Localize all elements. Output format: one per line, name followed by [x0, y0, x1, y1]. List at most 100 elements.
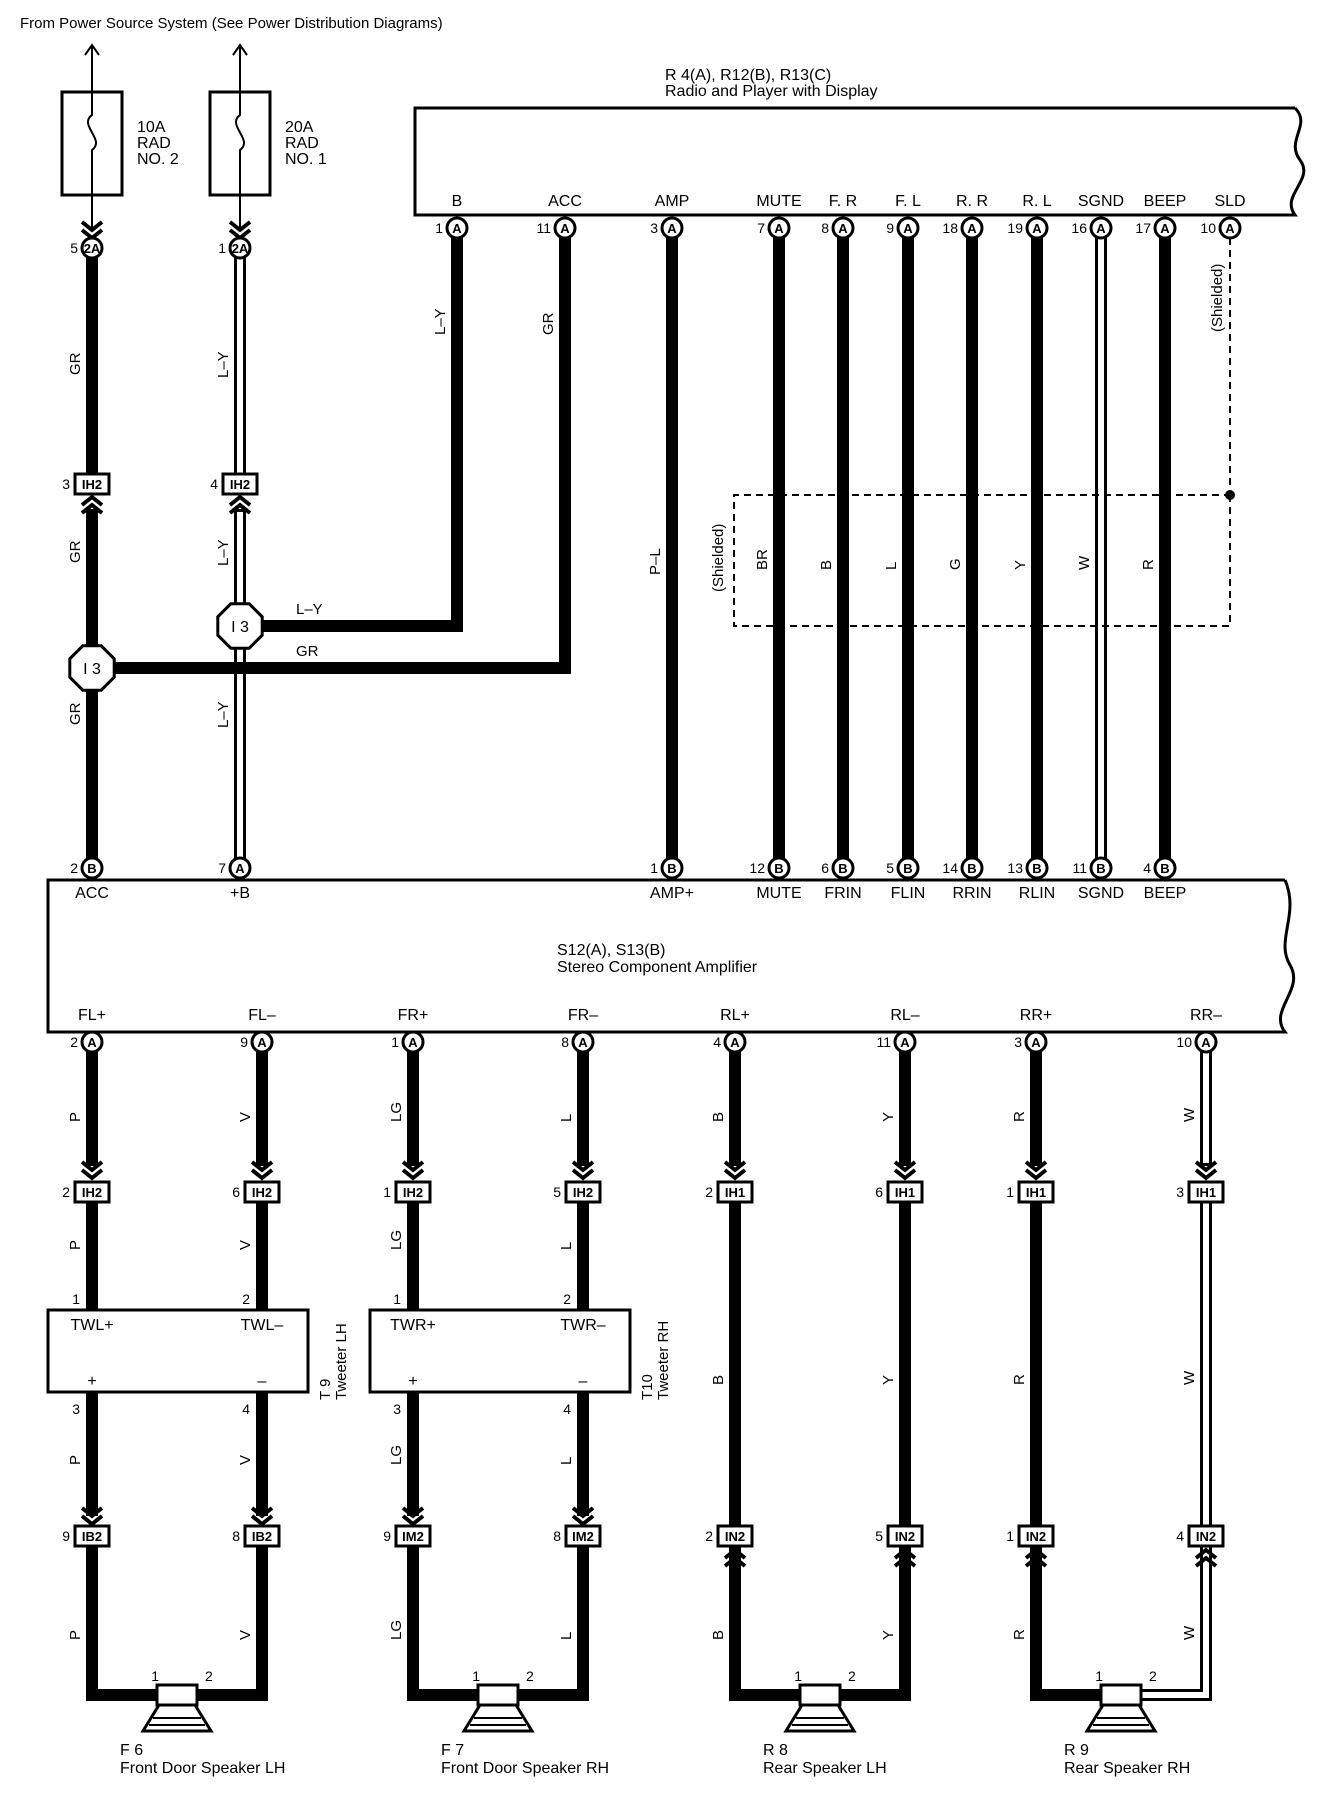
bottom-connector-pin: 4: [1176, 1528, 1184, 1544]
tweeter-box: [46, 1308, 310, 1394]
radio-pin-connector: [660, 216, 684, 240]
mid-connector-pin: 2: [62, 1184, 70, 1200]
wire-label: R: [1011, 1374, 1028, 1385]
amp-output-label: FL+: [78, 1007, 106, 1024]
amp-input-connector: [1153, 856, 1177, 880]
wire-label: P–L: [647, 548, 664, 575]
wire-label: B: [710, 1112, 727, 1122]
wire-speaker-plus: [1030, 1546, 1101, 1701]
tweeter-pin: 2: [242, 1291, 250, 1307]
mid-connector-code: IH2: [82, 1185, 102, 1200]
tweeter-pin: 3: [72, 1401, 80, 1417]
bottom-connector-code: IN2: [1196, 1529, 1216, 1544]
chevron-down-icon: [723, 1168, 747, 1181]
mid-connector: [1187, 1180, 1225, 1204]
radio-terminal-label: F. R: [829, 193, 857, 210]
amp-output-label: FR+: [398, 1007, 429, 1024]
amp-output-connector-pin: 1: [391, 1034, 399, 1050]
wire-label: BR: [754, 549, 771, 570]
amp-input-connector-pin: 5: [886, 860, 894, 876]
chevron-up-icon-2: [723, 1555, 747, 1568]
speaker-icon: [155, 1683, 199, 1707]
amp-output-connector-letter: A: [578, 1035, 588, 1050]
wire-layer: [86, 45, 1231, 1701]
wire-label: G: [947, 558, 964, 570]
tweeter-code: T 9: [317, 1379, 334, 1400]
wire-label: L: [558, 1632, 575, 1640]
wire-label: L: [558, 1457, 575, 1465]
speaker-pin: 2: [1149, 1668, 1157, 1684]
speaker-pin: 1: [151, 1668, 159, 1684]
junction-i3-label: I 3: [83, 661, 101, 678]
ih2-chevron-icon-2: [80, 502, 104, 515]
mid-connector-pin: 2: [705, 1184, 713, 1200]
wire-label: R: [1140, 559, 1157, 570]
amp-input-connector: [767, 856, 791, 880]
amp-name: Stereo Component Amplifier: [557, 959, 758, 976]
tweeter-name: Tweeter RH: [655, 1321, 672, 1400]
tweeter-terminal: TWR+: [390, 1317, 436, 1334]
fuse-connector-letter: 2A: [84, 241, 101, 256]
radio-terminal-label: F. L: [895, 193, 921, 210]
chevron-down-icon: [250, 1514, 274, 1527]
wire-speaker-minus-core: [1141, 1546, 1209, 1698]
tweeter-pin: 4: [563, 1401, 571, 1417]
bottom-connector: [716, 1524, 754, 1548]
wire-label: V: [237, 1112, 254, 1122]
bottom-connector-pin: 2: [705, 1528, 713, 1544]
mid-connector-code: IH1: [1026, 1185, 1046, 1200]
radio-pin-connector-letter: A: [560, 221, 570, 236]
amp-input-connector-letter: B: [667, 861, 676, 876]
radio-pin-connector-letter: A: [1032, 221, 1042, 236]
tweeter-minus: –: [258, 1373, 267, 1390]
wire-label: L: [558, 1114, 575, 1122]
radio-pin-connector-pin: 11: [536, 220, 551, 236]
chevron-down-icon-2: [571, 1506, 595, 1519]
junction-i3-label: I 3: [231, 619, 249, 636]
radio-pin-connector-pin: 16: [1071, 220, 1087, 236]
radio-pin-connector-letter: A: [774, 221, 784, 236]
radio-name: Radio and Player with Display: [665, 83, 878, 100]
amp-input-connector: [228, 856, 252, 880]
radio-pin-connector-pin: 10: [1200, 220, 1216, 236]
speaker-pin: 1: [794, 1668, 802, 1684]
amp-output-label: RL–: [890, 1007, 919, 1024]
chevron-down-icon-2: [1194, 1160, 1218, 1173]
amp-input-connector-letter: B: [903, 861, 912, 876]
amp-output-connector-letter: A: [900, 1035, 910, 1050]
amp-input-connector-letter: B: [1096, 861, 1105, 876]
amp-input-connector: [960, 856, 984, 880]
source-header: From Power Source System (See Power Dist…: [20, 15, 443, 32]
wire-label: LG: [388, 1620, 405, 1640]
fuse-connector: [228, 236, 252, 260]
mid-connector: [73, 1180, 111, 1204]
arrow-up-icon: [232, 43, 248, 56]
amp-input-label: AMP+: [650, 885, 694, 902]
bottom-connector: [243, 1524, 281, 1548]
ih2-connector-pin: 4: [210, 476, 218, 492]
tweeter-code: T10: [639, 1374, 656, 1400]
amp-input-label: FLIN: [891, 885, 926, 902]
wire-label: LG: [388, 1230, 405, 1250]
tweeter-pin: 2: [563, 1291, 571, 1307]
amp-input-label: ACC: [75, 885, 109, 902]
shield-dot: [1225, 490, 1235, 500]
radio-terminal-label: R. L: [1022, 193, 1051, 210]
amp-output-connector-pin: 9: [240, 1034, 248, 1050]
fuse-chevron-icon-2: [80, 220, 104, 233]
amp-output-connector-letter: A: [1031, 1035, 1041, 1050]
fuse-chevron-icon-2: [228, 220, 252, 233]
ih2-connector: [221, 472, 259, 496]
radio-pin-connector: [1025, 216, 1049, 240]
amp-output-connector-pin: 11: [876, 1034, 891, 1050]
chevron-down-icon-2: [250, 1506, 274, 1519]
amp-input-connector: [80, 856, 104, 880]
speaker-code: R 8: [763, 1742, 788, 1759]
speaker-pin: 1: [472, 1668, 480, 1684]
wire-label: LG: [388, 1102, 405, 1122]
wire-label: L: [558, 1242, 575, 1250]
bottom-connector-pin: 8: [232, 1528, 240, 1544]
radio-pin-connector-pin: 7: [757, 220, 765, 236]
amp-output-connector: [571, 1030, 595, 1054]
